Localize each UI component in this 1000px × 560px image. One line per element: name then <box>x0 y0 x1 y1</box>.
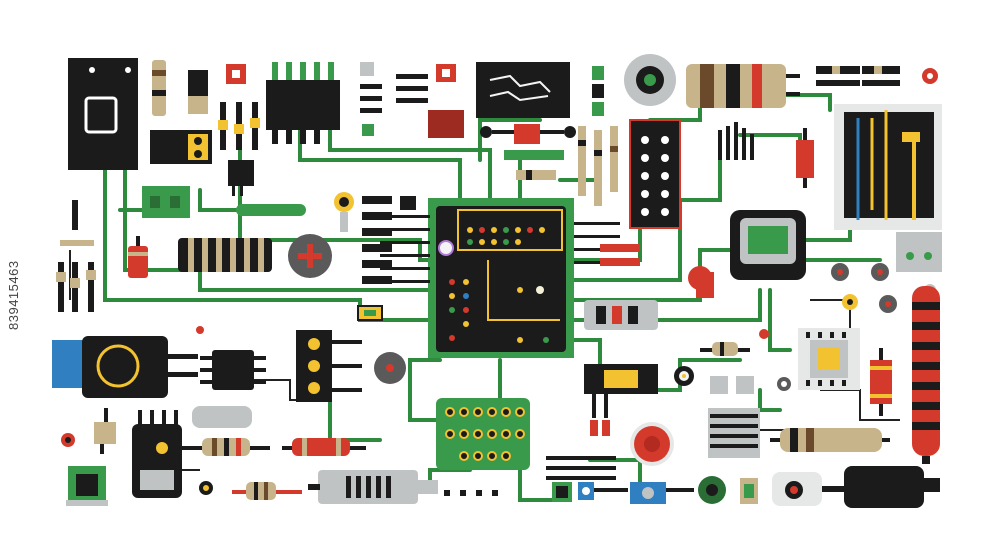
processor-chip-right <box>798 328 860 390</box>
syringe-connector <box>308 470 438 504</box>
fuse-right <box>796 128 814 188</box>
small-round-left <box>61 326 406 447</box>
resistor-horizontal-3 <box>199 481 302 500</box>
black-inductor-bar <box>178 238 272 272</box>
misc-symbols-top <box>360 62 464 138</box>
plug-bottom-right <box>772 466 940 508</box>
small-resistor-mid <box>700 329 769 356</box>
dip-socket <box>629 119 681 229</box>
connector-block <box>150 130 212 164</box>
black-module <box>68 58 138 170</box>
ic-chip-top <box>266 62 340 144</box>
large-inductor-top <box>686 64 800 108</box>
relay-panel <box>834 104 942 272</box>
gray-squares <box>708 376 760 458</box>
green-squares-top <box>592 66 604 116</box>
resistor-horizontal-1 <box>180 438 270 456</box>
perfboard <box>436 398 530 496</box>
stripe-block-bottom <box>546 456 616 480</box>
green-capacitor <box>142 186 306 218</box>
square-green-chip <box>66 466 108 506</box>
led-row <box>467 227 545 245</box>
red-capacitor-left <box>128 236 148 278</box>
blue-connectors-bottom <box>552 476 758 504</box>
sensor-black <box>132 410 182 498</box>
rotary-switch <box>730 210 806 280</box>
gray-pill <box>192 406 252 428</box>
potentiometer-small <box>94 408 116 454</box>
diode-column <box>334 192 416 321</box>
bar-icon <box>718 122 754 160</box>
display-panel <box>476 62 576 144</box>
round-button-plus <box>288 234 332 278</box>
spiral-icon <box>438 240 454 256</box>
main-microcontroller <box>380 198 640 358</box>
vertical-resistors-center <box>504 126 618 206</box>
blue-camera-module <box>52 336 198 398</box>
round-connectors-right <box>688 263 936 391</box>
usb-connector <box>584 300 658 330</box>
vertical-resistors-left <box>152 60 260 150</box>
left-pin-header <box>56 200 96 312</box>
striped-capacitor-tall <box>912 286 940 464</box>
fuse-orange <box>870 348 892 416</box>
ic-chip-left <box>200 350 266 390</box>
long-resistor-right <box>770 428 890 452</box>
stock-id-watermark: 839415463 <box>6 260 21 330</box>
transistor-small <box>228 160 254 196</box>
transistor-orange <box>584 364 658 436</box>
round-sensor-top <box>624 54 676 106</box>
led-stack <box>296 330 362 402</box>
small-parts-top-right <box>816 66 938 86</box>
ring-led <box>674 366 694 386</box>
resistor-horizontal-2 <box>282 438 366 456</box>
red-button <box>630 422 674 466</box>
